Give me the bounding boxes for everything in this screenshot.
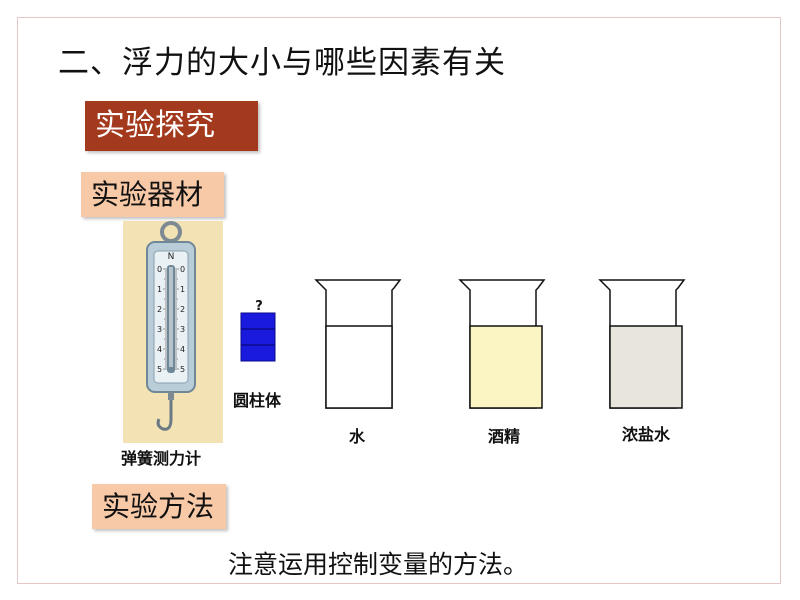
beaker-water: [314, 279, 402, 409]
beaker-alcohol: [458, 279, 546, 409]
spring-scale-right-number: 4: [180, 345, 185, 354]
slide-frame: [17, 17, 781, 584]
beaker-alcohol-liquid: [469, 325, 543, 409]
spring-scale-left-number: 5: [157, 365, 162, 374]
beaker-brine-liquid: [609, 325, 683, 409]
cylinder-block: [240, 312, 276, 362]
spring-scale-right-number: 2: [180, 305, 185, 314]
beaker-brine-label: 浓盐水: [622, 425, 671, 444]
beaker-water-label: 水: [349, 427, 366, 446]
spring-scale-illustration: N 0 1 2 3 4 5 0 1 2 3 4 5: [123, 221, 223, 443]
materials-tag: 实验器材: [81, 172, 224, 217]
method-note: 注意运用控制变量的方法。: [228, 550, 529, 579]
cylinder-question-mark: ?: [255, 299, 263, 314]
spring-scale-left-number: 3: [157, 325, 162, 334]
spring-scale-left-numbers: 0 1 2 3 4 5: [157, 265, 162, 374]
spring-scale-right-number: 0: [180, 265, 185, 274]
spring-scale-ticks: [163, 268, 179, 370]
spring-scale-unit: N: [168, 252, 175, 262]
spring-scale-right-number: 5: [180, 365, 185, 374]
spring-scale-spring: [169, 267, 173, 367]
spring-scale-label: 弹簧测力计: [121, 449, 202, 468]
cylinder-label: 圆柱体: [233, 391, 282, 410]
spring-scale-left-number: 0: [157, 265, 162, 274]
method-tag: 实验方法: [92, 484, 226, 529]
spring-scale-left-number: 1: [157, 285, 162, 294]
spring-scale-right-number: 1: [180, 285, 185, 294]
slide-title: 二、浮力的大小与哪些因素有关: [58, 45, 506, 81]
spring-scale-right-number: 3: [180, 325, 185, 334]
beaker-water-liquid: [325, 325, 393, 409]
spring-scale-hook-stem: [168, 392, 174, 400]
section-banner: 实验探究: [85, 101, 258, 151]
spring-scale-right-numbers: 0 1 2 3 4 5: [180, 265, 185, 374]
beaker-brine: [598, 279, 686, 409]
spring-scale-left-number: 4: [157, 345, 162, 354]
spring-scale-left-number: 2: [157, 305, 162, 314]
beaker-alcohol-label: 酒精: [488, 427, 521, 446]
spring-scale-hook: [156, 400, 173, 431]
cylinder-illustration: ?: [240, 299, 276, 362]
